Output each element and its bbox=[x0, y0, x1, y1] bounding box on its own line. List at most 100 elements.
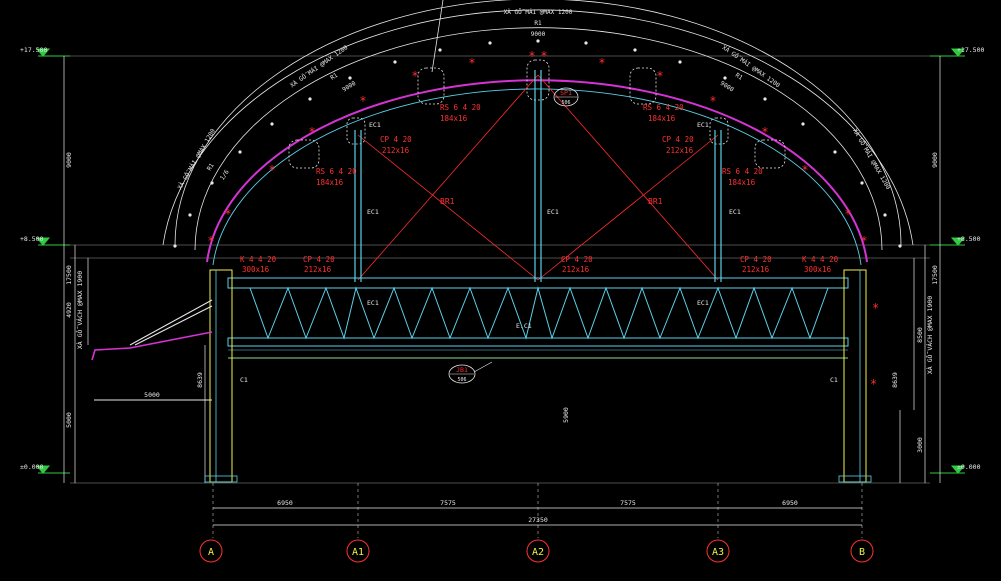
truss bbox=[227, 277, 849, 359]
left-lower-label: XÀ GỖ MÁI @MAX 1200 bbox=[177, 127, 218, 190]
level-mid-left: +8.500 bbox=[20, 235, 44, 243]
dim-left-upper: 9000 bbox=[65, 152, 73, 168]
dim-total: 27350 bbox=[528, 516, 548, 524]
ec1-tag-5: EC1 bbox=[697, 121, 709, 129]
svg-text:*: * bbox=[844, 207, 851, 221]
br1-left: BR1 bbox=[440, 197, 455, 206]
svg-text:*: * bbox=[540, 49, 547, 63]
svg-text:*: * bbox=[468, 56, 475, 70]
jb1-label: JB1 bbox=[456, 366, 468, 374]
axis-b: B bbox=[859, 547, 865, 558]
dim-right-inner: 8639 bbox=[891, 372, 899, 388]
dim-right-mid: 8500 bbox=[916, 327, 924, 343]
cp-right-top-dim: 212x16 bbox=[666, 146, 694, 155]
bottom-dims: 6950 7575 7575 6950 27350 bbox=[277, 499, 798, 524]
left-upper-label: XÀ GỖ MÁI @MAX 1200 bbox=[289, 44, 350, 89]
level-markers bbox=[35, 48, 966, 474]
k-right: K 4 4 20 bbox=[802, 255, 839, 264]
roof-markers: ** ** ** ** ** ** ** ** bbox=[207, 49, 867, 248]
vertical-dim-texts: 9000 17500 4920 XÀ GỖ VÁCH @MAX 1900 500… bbox=[65, 152, 939, 453]
dim-span-3: 7575 bbox=[620, 499, 636, 507]
bracing bbox=[357, 74, 719, 281]
ec1-tag-4: EC1 bbox=[729, 208, 741, 216]
roof-arc bbox=[206, 79, 868, 266]
cp-left-top: CP 4 20 bbox=[380, 135, 412, 144]
svg-text:*: * bbox=[411, 69, 418, 83]
dim-span-2: 7575 bbox=[440, 499, 456, 507]
cp-left-top-dim: 212x16 bbox=[382, 146, 410, 155]
sp1-label: SP1 bbox=[560, 89, 572, 97]
axis-a3: A3 bbox=[712, 547, 724, 558]
k-right-dim: 300x16 bbox=[804, 265, 832, 274]
c1-tag-right: C1 bbox=[830, 376, 838, 384]
crown-dim: 9000 bbox=[531, 31, 546, 38]
svg-text:*: * bbox=[656, 69, 663, 83]
crown-r: R1 bbox=[534, 20, 542, 27]
bracing-labels: BR1 BR1 bbox=[440, 197, 663, 206]
dim-right-total: 17500 bbox=[931, 265, 939, 285]
ec1-tag-8: EC1 bbox=[697, 299, 709, 307]
cp-center-mid-dim: 212x16 bbox=[562, 265, 590, 274]
dim-span-4: 6950 bbox=[782, 499, 798, 507]
column-details bbox=[204, 270, 872, 483]
rs-right-low: RS 6 4 20 bbox=[722, 167, 763, 176]
ec1-tag-7: E.C1 bbox=[516, 322, 532, 330]
arc-ticks bbox=[173, 39, 902, 248]
svg-text:*: * bbox=[872, 301, 879, 315]
dim-column-mid: 5900 bbox=[562, 407, 570, 423]
connection-labels: RS 6 4 20 184x16 RS 6 4 20 184x16 RS 6 4… bbox=[240, 103, 839, 274]
ec1-tags: EC1 EC1 EC1 EC1 EC1 EC1 E.C1 EC1 C1 C1 bbox=[240, 121, 838, 384]
grid-lines bbox=[212, 483, 863, 538]
left-upper-r: R1 bbox=[329, 72, 339, 82]
k-left-dim: 300x16 bbox=[242, 265, 270, 274]
right-lower-label: XÀ GỖ MÁI @MAX 1200 bbox=[851, 128, 892, 191]
jb1-bubble: JB1 506 bbox=[448, 361, 493, 384]
svg-text:*: * bbox=[308, 125, 315, 139]
dim-left-low: 5000 bbox=[65, 412, 73, 428]
svg-text:*: * bbox=[801, 163, 808, 177]
level-labels: +17.500 +8.500 ±0.000 +17.500 +8.500 ±0.… bbox=[20, 46, 984, 471]
svg-text:*: * bbox=[709, 94, 716, 108]
svg-text:*: * bbox=[528, 49, 535, 63]
outer-dimension-arcs bbox=[162, 0, 914, 251]
ec1-tag-3: EC1 bbox=[547, 208, 559, 216]
axis-a: A bbox=[208, 547, 214, 558]
rs-right-low-dim: 184x16 bbox=[728, 178, 756, 187]
rs-right-top-dim: 184x16 bbox=[648, 114, 676, 123]
ec1-tag-2: EC1 bbox=[367, 208, 379, 216]
c1-tag-left: C1 bbox=[240, 376, 248, 384]
posts bbox=[354, 70, 722, 282]
reference-lines bbox=[70, 55, 930, 484]
sp1-sub: 506 bbox=[561, 100, 570, 106]
dim-right-vach: XÀ GỖ VÁCH @MAX 1900 bbox=[925, 296, 934, 374]
sp1-bubble: SP1 506 bbox=[553, 87, 579, 107]
dim-right-upper: 9000 bbox=[931, 152, 939, 168]
axis-a2: A2 bbox=[532, 547, 544, 558]
level-ground-right: ±0.000 bbox=[957, 463, 981, 471]
dim-left-vach: XÀ GỖ VÁCH @MAX 1900 bbox=[75, 271, 84, 349]
ec1-tag-6: EC1 bbox=[367, 299, 379, 307]
left-upper-dim: 9000 bbox=[341, 80, 357, 94]
rs-left-top: RS 6 4 20 bbox=[440, 103, 481, 112]
axis-a1: A1 bbox=[352, 547, 364, 558]
k-left: K 4 4 20 bbox=[240, 255, 277, 264]
cp-right-mid: CP 4 20 bbox=[740, 255, 772, 264]
rs-left-low: RS 6 4 20 bbox=[316, 167, 357, 176]
svg-text:*: * bbox=[224, 207, 231, 221]
crown-label: XÀ GỖ MÁI @MAX 1200 bbox=[504, 9, 573, 16]
br1-right: BR1 bbox=[648, 197, 663, 206]
rs-left-top-dim: 184x16 bbox=[440, 114, 468, 123]
svg-text:*: * bbox=[207, 234, 214, 248]
columns bbox=[209, 269, 867, 483]
leader-line bbox=[431, 0, 444, 73]
cp-center-mid: CP 4 20 bbox=[561, 255, 593, 264]
splice-joints bbox=[288, 59, 786, 169]
level-ground-left: ±0.000 bbox=[20, 463, 44, 471]
vertical-dim-lines bbox=[63, 56, 941, 483]
svg-text:*: * bbox=[268, 163, 275, 177]
jb1-sub: 506 bbox=[457, 377, 466, 383]
svg-text:*: * bbox=[598, 56, 605, 70]
rs-left-low-dim: 184x16 bbox=[316, 178, 344, 187]
left-lower-r: R1 bbox=[206, 162, 216, 172]
